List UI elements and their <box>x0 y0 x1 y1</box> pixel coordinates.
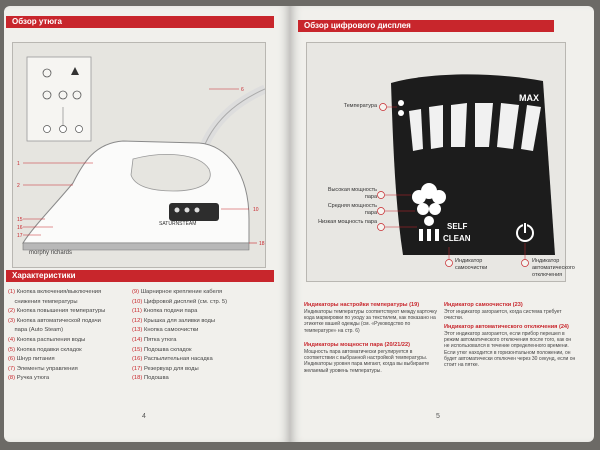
clean-body: Этот индикатор загорается, когда система… <box>444 309 562 322</box>
list-item: (11) Кнопка подачи пара <box>132 308 198 315</box>
auto-off-section: Индикатор автоматического отключения (24… <box>444 324 576 368</box>
temperature-label: Температура <box>343 103 377 109</box>
list-item: (15) Подошва складок <box>132 346 192 353</box>
list-item: (9) Шарнирное крепление кабеля <box>132 289 223 295</box>
list-item: (5) Кнопка подавки складок <box>8 346 82 353</box>
svg-text:10: 10 <box>253 207 259 213</box>
svg-text:2: 2 <box>17 183 20 189</box>
list-item: (7) Элементы управления <box>8 365 78 372</box>
iron-body <box>22 140 250 244</box>
temp-section: Индикаторы настройки температуры (19) Ин… <box>304 302 438 334</box>
display-overview-header: Обзор цифрового дисплея <box>298 20 554 32</box>
steam-body: Мощность пара автоматически регулируется… <box>304 349 430 374</box>
parts-list-col2: (9) Шарнирное крепление кабеля (10) Цифр… <box>132 288 282 384</box>
handle-opening <box>130 154 211 192</box>
self-label: SELF <box>447 222 468 231</box>
temp-indicator-dot <box>398 100 404 106</box>
auto-steam-icon <box>58 90 68 100</box>
steam-section: Индикаторы мощности пара (20/21/22) Мощн… <box>304 342 438 374</box>
clean-label: CLEAN <box>443 234 471 243</box>
page-number-right: 5 <box>436 413 440 420</box>
list-item: пара (Auto Steam) <box>14 327 64 334</box>
svg-text:1: 1 <box>17 161 20 167</box>
left-page: Обзор утюга SATURNSTEAM <box>4 6 290 442</box>
auto-off-body: Этот индикатор загорается, если прибор п… <box>444 331 576 369</box>
steam-icon <box>412 183 446 241</box>
max-label: MAX <box>519 93 539 103</box>
svg-text:16: 16 <box>17 225 23 231</box>
list-item: (17) Резервуар для воды <box>132 365 199 372</box>
list-item: (12) Крышка для заливки воды <box>132 317 215 324</box>
steam-heading: Индикаторы мощности пара (20/21/22) <box>304 342 410 348</box>
iron-illustration: SATURNSTEAM morphy richards 1 2 15 16 17… <box>17 56 267 256</box>
temperature-bars <box>409 103 541 151</box>
page-number-left: 4 <box>142 413 146 420</box>
list-item: (14) Пятка утюга <box>132 336 177 343</box>
svg-text:15: 15 <box>17 217 23 223</box>
specs-header: Характеристики <box>6 270 274 282</box>
list-item: (13) Кнопка самоочистки <box>132 327 199 334</box>
right-page: Обзор цифрового дисплея MAX <box>290 6 594 442</box>
display-panel <box>169 203 219 221</box>
list-item: (8) Ручка утюга <box>8 375 50 382</box>
clean-section: Индикатор самоочистки (23) Этот индикато… <box>444 302 576 321</box>
clean-heading: Индикатор самоочистки (23) <box>444 302 523 308</box>
power-icon <box>516 223 534 242</box>
list-item: (3) Кнопка автоматической подачи <box>8 317 101 324</box>
list-item: снижения температуры <box>14 298 78 305</box>
mid-steam-label: Средняя мощность пара <box>327 203 377 216</box>
svg-text:18: 18 <box>259 241 265 247</box>
iron-diagram: SATURNSTEAM morphy richards 1 2 15 16 17… <box>12 42 267 268</box>
list-item: (10) Цифровой дисплей (см. стр. 5) <box>132 298 228 305</box>
soleplate <box>22 242 250 251</box>
auto-off-indicator-label: Индикатор автоматического отключения <box>532 258 575 278</box>
temp-heading: Индикаторы настройки температуры (19) <box>304 302 420 308</box>
list-item: (2) Кнопка повышения температуры <box>8 308 106 315</box>
parts-list-col1: (1) Кнопка включения/выключения снижения… <box>8 288 128 384</box>
overview-header: Обзор утюга <box>6 16 274 28</box>
temp-down-icon <box>42 90 52 100</box>
brand-logo: morphy richards <box>29 250 72 256</box>
svg-text:6: 6 <box>241 87 244 93</box>
temp-up-icon <box>71 67 79 75</box>
list-item: (18) Подошва <box>132 375 169 382</box>
self-clean-indicator-label: Индикатор самоочистки <box>455 258 488 271</box>
high-steam-label: Высокая мощность пара <box>327 187 377 200</box>
power-button-icon <box>42 68 52 78</box>
svg-text:17: 17 <box>17 233 23 239</box>
list-item: (6) Шнур питания <box>8 356 55 363</box>
auto-off-heading: Индикатор автоматического отключения (24… <box>444 324 569 330</box>
temp-body: Индикаторы температуры соответствуют меж… <box>304 309 437 334</box>
model-label: SATURNSTEAM <box>159 221 196 227</box>
display-diagram: MAX SELF CLEAN <box>306 42 575 282</box>
list-item: (4) Кнопка распыления воды <box>8 336 86 343</box>
spray-icon <box>72 90 82 100</box>
low-steam-label: Низкая мощность пара <box>318 219 377 225</box>
list-item: (16) Распылительная насадка <box>132 356 213 363</box>
list-item: (1) Кнопка включения/выключения <box>8 289 102 295</box>
display-illustration: MAX SELF CLEAN <box>377 74 555 267</box>
